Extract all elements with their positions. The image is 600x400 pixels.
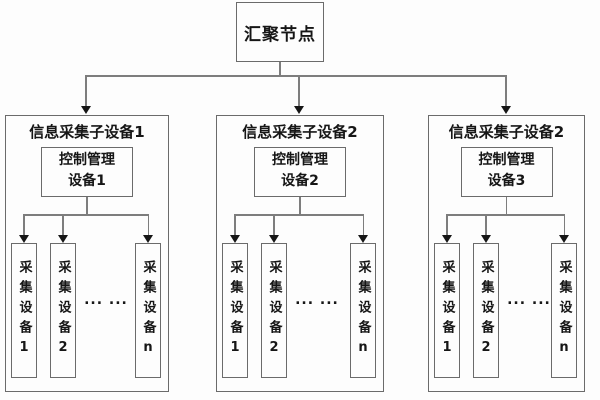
connector-line [505, 75, 507, 106]
collection-device-box: 采集设备n [135, 243, 161, 378]
collection-device-box: 采集设备1 [11, 243, 37, 378]
connector-line [299, 197, 301, 215]
arrowhead-down-icon [58, 235, 68, 243]
connector-line [234, 214, 364, 216]
subdevice-title: 信息采集子设备2 [242, 123, 358, 141]
collection-device-label: 采集设备1 [16, 259, 32, 362]
control-management-label-line2: 设备2 [281, 173, 319, 189]
ellipsis-label: ... ... [295, 292, 339, 308]
subdevice-title: 信息采集子设备1 [29, 123, 145, 141]
arrowhead-down-icon [230, 235, 240, 243]
connector-line [234, 214, 236, 236]
arrowhead-down-icon [442, 235, 452, 243]
connector-line [62, 214, 64, 236]
connector-line [23, 214, 25, 236]
connector-line [362, 214, 364, 236]
subdevice-box-1: 信息采集子设备1 控制管理 设备1 采集设备1 采集设备2 ... ... 采集… [5, 115, 169, 392]
connector-line [147, 214, 149, 236]
control-management-label-line2: 设备1 [68, 173, 106, 189]
connector-line [85, 75, 87, 106]
ellipsis-label: ... ... [84, 292, 128, 308]
collection-device-label: 采集设备1 [439, 259, 455, 362]
collection-device-label: 采集设备n [556, 259, 572, 362]
control-management-label-line1: 控制管理 [478, 152, 535, 168]
subdevice-box-3: 信息采集子设备2 控制管理 设备3 采集设备1 采集设备2 ... ... 采集… [428, 115, 585, 392]
connector-line [446, 214, 565, 216]
collection-device-box: 采集设备2 [50, 243, 76, 378]
arrowhead-down-icon [19, 235, 29, 243]
connector-line [563, 214, 565, 236]
arrowhead-down-icon [143, 235, 153, 243]
connector-line [86, 197, 88, 215]
arrowhead-down-icon [559, 235, 569, 243]
arrowhead-down-icon [358, 235, 368, 243]
arrowhead-down-icon [269, 235, 279, 243]
collection-device-box: 采集设备n [551, 243, 577, 378]
collection-device-box: 采集设备n [350, 243, 376, 378]
collection-device-label: 采集设备2 [55, 259, 71, 362]
connector-line [298, 75, 300, 106]
root-node-box: 汇聚节点 [236, 2, 324, 62]
control-management-label-line2: 设备3 [487, 173, 526, 189]
collection-device-label: 采集设备2 [478, 259, 494, 362]
collection-device-box: 采集设备1 [222, 243, 248, 378]
ellipsis-label: ... ... [507, 292, 551, 308]
connector-line [279, 62, 281, 76]
connector-line [273, 214, 275, 236]
collection-device-label: 采集设备n [140, 259, 156, 362]
control-management-label-line1: 控制管理 [272, 152, 328, 168]
collection-device-label: 采集设备1 [227, 259, 243, 362]
arrowhead-down-icon [81, 106, 91, 114]
subdevice-title: 信息采集子设备2 [448, 123, 565, 141]
control-management-label-line1: 控制管理 [59, 152, 115, 168]
connector-line [485, 214, 487, 236]
control-management-box: 控制管理 设备1 [41, 147, 133, 197]
connector-line [505, 197, 507, 215]
arrowhead-down-icon [501, 106, 511, 114]
arrowhead-down-icon [481, 235, 491, 243]
connector-line [86, 75, 507, 77]
subdevice-box-2: 信息采集子设备2 控制管理 设备2 采集设备1 采集设备2 ... ... 采集… [216, 115, 384, 392]
collection-device-box: 采集设备1 [434, 243, 460, 378]
collection-device-label: 采集设备2 [266, 259, 282, 362]
control-management-box: 控制管理 设备2 [254, 147, 346, 197]
connector-line [446, 214, 448, 236]
connector-line [23, 214, 149, 216]
arrowhead-down-icon [294, 106, 304, 114]
collection-device-box: 采集设备2 [473, 243, 499, 378]
control-management-box: 控制管理 设备3 [460, 147, 553, 197]
root-node-label: 汇聚节点 [244, 24, 316, 45]
collection-device-box: 采集设备2 [261, 243, 287, 378]
collection-device-label: 采集设备n [355, 259, 371, 362]
